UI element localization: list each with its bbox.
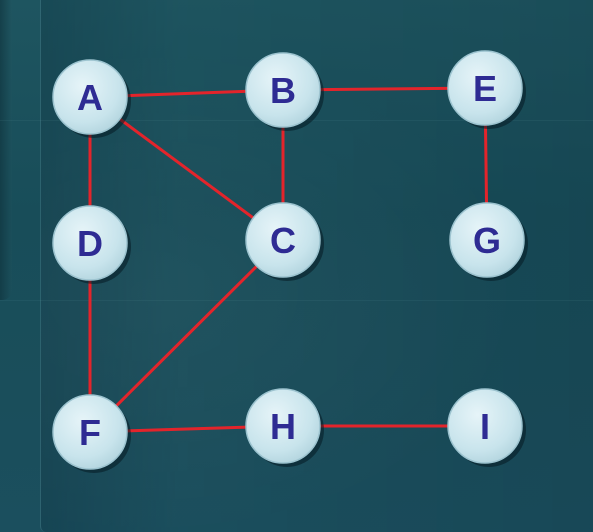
node-circle — [245, 388, 321, 464]
node-label: D — [77, 223, 103, 264]
node-label: E — [473, 68, 497, 109]
node-g: G — [449, 202, 528, 281]
node-f: F — [52, 394, 131, 473]
node-h: H — [245, 388, 324, 467]
node-circle — [449, 202, 525, 278]
edge-c-f — [88, 238, 285, 434]
node-label: H — [270, 406, 296, 447]
node-label: C — [270, 220, 296, 261]
node-d: D — [52, 205, 131, 284]
node-label: G — [473, 220, 501, 261]
background-band — [0, 300, 593, 301]
node-i: I — [447, 388, 526, 467]
node-c: C — [245, 202, 324, 281]
node-label: F — [79, 412, 101, 453]
background-left-strip — [0, 0, 12, 300]
node-circle — [447, 50, 523, 126]
node-label: I — [480, 406, 490, 447]
node-label: B — [270, 70, 296, 111]
node-b: B — [245, 52, 324, 131]
node-circle — [447, 388, 523, 464]
nodes-layer: A B E D C G F H I — [52, 50, 528, 473]
node-circle — [52, 59, 128, 135]
node-circle — [52, 205, 128, 281]
node-a: A — [52, 59, 131, 138]
node-e: E — [447, 50, 526, 129]
node-label: A — [77, 77, 103, 118]
node-circle — [245, 52, 321, 128]
node-circle — [245, 202, 321, 278]
node-circle — [52, 394, 128, 470]
